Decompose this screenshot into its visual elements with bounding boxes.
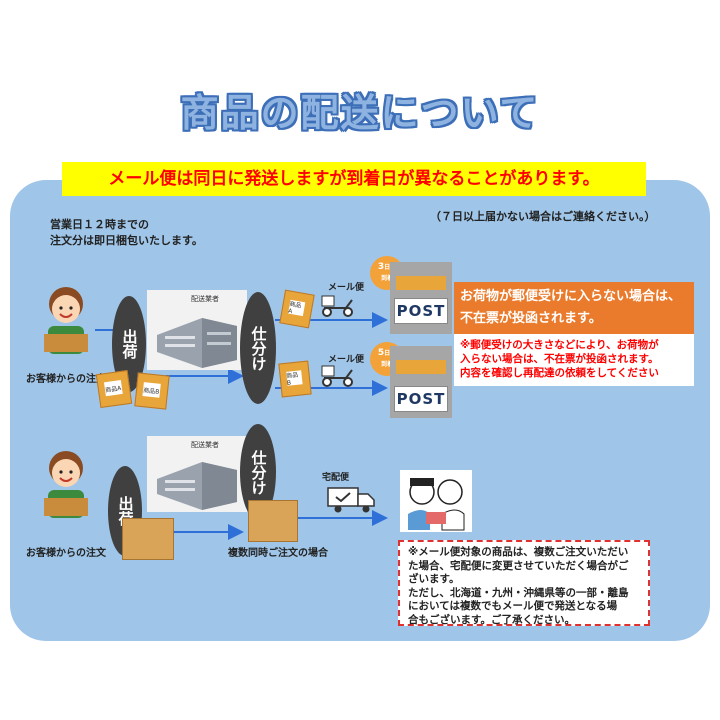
post-slot-2: [396, 360, 446, 374]
redelivery-note: ※郵便受けの大きさなどにより、お荷物が 入らない場合は、不在票が投函されます。 …: [454, 334, 694, 386]
red-note-line-3: 内容を確認し再配達の依頼をしてください: [460, 367, 659, 379]
parcel-a-label: 商品A: [103, 380, 123, 397]
multi-order-label: 複数同時ご注文の場合: [228, 548, 328, 559]
dashed-note-line-2: た場合、宅配便に変更させていただく場合がご: [408, 559, 629, 572]
scooter-icon-2: [321, 365, 353, 387]
notice-7days: （７日以上届かない場合はご連絡ください。）: [430, 210, 656, 223]
building-icon-2: [157, 462, 237, 510]
warehouse-image: 配送業者: [147, 290, 247, 370]
dashed-note-line-1: ※メール便対象の商品は、複数ご注文いただい: [408, 546, 629, 558]
cardboard-box-icon: [122, 518, 174, 560]
dashed-note-line-3: ざいます。: [408, 573, 460, 585]
parcel-a-label-sorted: 商品A: [287, 299, 306, 317]
day5-num: 5: [377, 348, 385, 358]
customer-label-2: お客様からの注文: [26, 548, 106, 559]
parcel-a-envelope: 商品A: [95, 369, 133, 409]
dashed-note-line-5: においては複数でもメール便で発送となる場: [408, 600, 618, 612]
ship-label: 出荷: [120, 329, 139, 359]
parcel-b-label-sorted: 商品B: [285, 370, 303, 387]
mail-service-note: ※メール便対象の商品は、複数ご注文いただい た場合、宅配便に変更させていただく場…: [398, 540, 650, 626]
cardboard-box-icon-2: [248, 500, 298, 542]
cutoff-line-2: 注文分は即日梱包いたします。: [50, 234, 203, 247]
post-box-1: POST: [390, 262, 452, 334]
red-note-line-1: ※郵便受けの大きさなどにより、お荷物が: [460, 339, 659, 351]
parcel-a-envelope-sorted: 商品A: [279, 289, 315, 329]
sort-label-2: 仕分け: [249, 449, 268, 495]
orange-note-line-2: 不在票が投函されます。: [460, 311, 602, 326]
takuhai-label: 宅配便: [322, 473, 350, 483]
page-title: 商品の配送について: [180, 91, 540, 135]
dashed-note-line-4: ただし、北海道・九州・沖縄県等の一部・離島: [408, 586, 629, 599]
post-label-1: POST: [394, 298, 448, 324]
building-icon: [157, 318, 237, 368]
parcel-b-label: 商品B: [142, 382, 161, 399]
undeliverable-note: お荷物が郵便受けに入らない場合は、 不在票が投函されます。: [454, 282, 694, 334]
post-label-2: POST: [394, 386, 448, 412]
sort-label: 仕分け: [249, 325, 268, 371]
customer-label: お客様からの注文: [26, 374, 106, 385]
parcel-b-envelope: 商品B: [134, 372, 170, 410]
orange-note-line-1: お荷物が郵便受けに入らない場合は、: [460, 289, 682, 304]
warehouse-label-2: 配送業者: [191, 441, 219, 449]
mail-label-2: メール便: [328, 355, 365, 365]
post-box-2: POST: [390, 346, 452, 418]
warehouse-label: 配送業者: [191, 295, 219, 303]
ship-oval: 出荷: [112, 296, 146, 392]
customer-icon: [44, 287, 88, 354]
day3-num: 3: [377, 262, 385, 272]
sort-oval: 仕分け: [240, 292, 276, 404]
warehouse-image-2: 配送業者: [147, 436, 247, 512]
day3-sub: 到着: [380, 275, 393, 282]
red-note-line-2: 入らない場合は、不在票が投函されます。: [460, 353, 659, 365]
delivery-handover-icon: [400, 470, 472, 532]
cutoff-line-1: 営業日１２時までの: [50, 218, 149, 231]
post-slot-1: [396, 276, 446, 290]
scooter-icon: [321, 295, 353, 317]
customer-icon-2: [44, 451, 88, 518]
dashed-note-line-6: 合もございます。ご了承ください。: [408, 613, 575, 626]
truck-icon: [327, 487, 375, 513]
day5-sub: 到着: [380, 361, 393, 368]
parcel-b-envelope-sorted: 商品B: [278, 360, 312, 398]
mail-label-1: メール便: [328, 283, 365, 293]
notice-banner: メール便は同日に発送しますが到着日が異なることがあります。: [62, 162, 646, 196]
